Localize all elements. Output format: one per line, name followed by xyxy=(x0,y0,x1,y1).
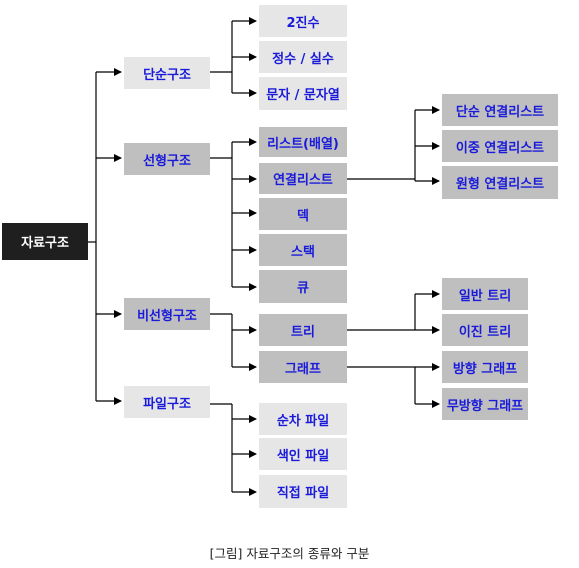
node-linked-list: 연결리스트 xyxy=(259,163,347,194)
node-list-array: 리스트(배열) xyxy=(259,127,347,157)
node-indexed-file: 색인 파일 xyxy=(259,438,347,470)
node-general-tree: 일반 트리 xyxy=(442,278,528,310)
node-deque: 덱 xyxy=(259,198,347,230)
category-simple: 단순구조 xyxy=(124,57,210,89)
node-doubly-linked-list: 이중 연결리스트 xyxy=(442,130,558,162)
node-sequential-file: 순차 파일 xyxy=(259,403,347,435)
category-file: 파일구조 xyxy=(124,386,210,418)
category-linear: 선형구조 xyxy=(124,143,210,175)
root-node: 자료구조 xyxy=(2,223,88,260)
node-queue: 큐 xyxy=(259,270,347,303)
node-char-string: 문자 / 문자열 xyxy=(259,77,347,110)
category-nonlinear: 비선형구조 xyxy=(124,298,210,330)
node-int-real: 정수 / 실수 xyxy=(259,41,347,73)
node-binary: 2진수 xyxy=(259,5,347,37)
node-tree: 트리 xyxy=(259,314,347,346)
node-stack: 스택 xyxy=(259,234,347,266)
node-simple-linked-list: 단순 연결리스트 xyxy=(442,94,558,126)
node-binary-tree: 이진 트리 xyxy=(442,314,528,346)
node-direct-file: 직접 파일 xyxy=(259,475,347,508)
node-graph: 그래프 xyxy=(259,351,347,383)
figure-caption: [그림] 자료구조의 종류와 구분 xyxy=(209,546,370,561)
node-circular-linked-list: 원형 연결리스트 xyxy=(442,166,558,199)
node-undirected-graph: 무방향 그래프 xyxy=(442,388,528,420)
node-directed-graph: 방향 그래프 xyxy=(442,351,528,383)
